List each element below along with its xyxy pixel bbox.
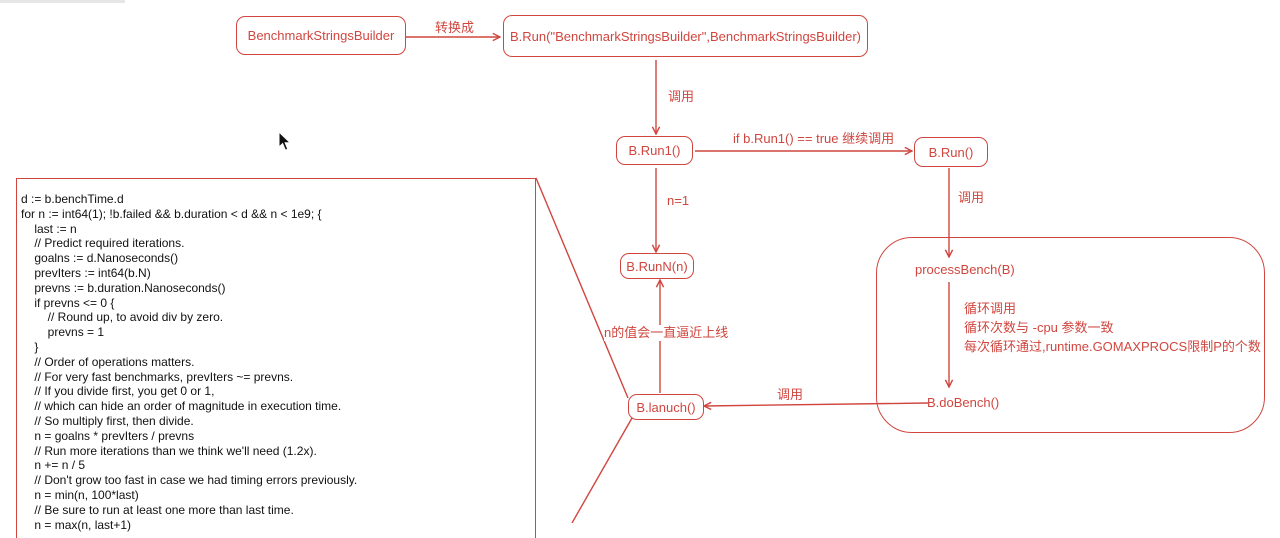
code-line: last := n xyxy=(21,221,77,236)
code-line: n = goalns * prevIters / prevns xyxy=(21,428,195,443)
code-line: // Don't grow too fast in case we had ti… xyxy=(21,473,358,488)
node-benchmark-strings-builder: BenchmarkStringsBuilder xyxy=(236,16,406,55)
note-gomaxprocs: 每次循环通过,runtime.GOMAXPROCS限制P的个数 xyxy=(964,339,1261,354)
edge-label-call-1: 调用 xyxy=(668,89,695,105)
code-line: // Round up, to avoid div by zero. xyxy=(21,310,224,325)
top-edge-strip xyxy=(0,0,125,3)
code-line: n = max(n, last+1) xyxy=(21,517,132,532)
code-line: // For very fast benchmarks, prevIters ~… xyxy=(21,369,294,384)
edge-label-n-equals-1: n=1 xyxy=(667,193,690,209)
code-line: prevns := b.duration.Nanoseconds() xyxy=(21,280,226,295)
node-b-lanuch: B.lanuch() xyxy=(628,394,704,420)
node-b-run1: B.Run1() xyxy=(616,136,693,165)
code-line: if prevns <= 0 { xyxy=(21,295,115,310)
code-line: prevIters := int64(b.N) xyxy=(21,265,151,280)
code-line: // If you divide first, you get 0 or 1, xyxy=(21,384,215,399)
node-b-run: B.Run() xyxy=(914,137,988,167)
code-line: // Run more iterations than we think we'… xyxy=(21,443,317,458)
node-b-runn: B.RunN(n) xyxy=(620,253,694,279)
edge-label-call-3: 调用 xyxy=(777,387,804,402)
code-line: // Predict required iterations. xyxy=(21,236,185,251)
code-line: } xyxy=(21,339,39,354)
note-loop-call: 循环调用 xyxy=(964,301,1017,316)
code-line: prevns = 1 xyxy=(21,325,105,340)
note-loop-count: 循环次数与 -cpu 参数一致 xyxy=(964,320,1114,335)
code-line: // Order of operations matters. xyxy=(21,354,195,369)
edge-label-call-2: 调用 xyxy=(958,190,985,206)
code-line: d := b.benchTime.d xyxy=(21,192,124,206)
code-line: goalns := d.Nanoseconds() xyxy=(21,251,179,266)
do-bench-label: B.doBench() xyxy=(927,395,1000,410)
connector-layer xyxy=(406,0,1280,523)
node-b-run-full: B.Run("BenchmarkStringsBuilder",Benchmar… xyxy=(503,15,868,57)
edge-label-convert: 转换成 xyxy=(435,20,475,35)
mouse-pointer-icon xyxy=(278,131,292,151)
edge-label-if-run1-true: if b.Run1() == true 继续调用 xyxy=(733,131,895,146)
callout-line-top xyxy=(535,177,629,399)
code-line: // Be sure to run at least one more than… xyxy=(21,502,294,517)
code-line: // So multiply first, then divide. xyxy=(21,413,194,428)
callout-line-bottom xyxy=(571,417,633,523)
process-bench-notes: 循环调用循环次数与 -cpu 参数一致每次循环通过,runtime.GOMAXP… xyxy=(964,299,1261,356)
code-line: // which can hide an order of magnitude … xyxy=(21,399,342,414)
process-bench-label: processBench(B) xyxy=(915,262,1015,277)
code-line: for n := int64(1); !b.failed && b.durati… xyxy=(21,206,322,221)
process-bench-group xyxy=(876,237,1265,433)
edge-label-n-approaches-limit: n的值会一直逼近上线 xyxy=(604,325,729,341)
code-line: n = min(n, 100*last) xyxy=(21,487,139,502)
code-line: n += n / 5 xyxy=(21,458,86,473)
